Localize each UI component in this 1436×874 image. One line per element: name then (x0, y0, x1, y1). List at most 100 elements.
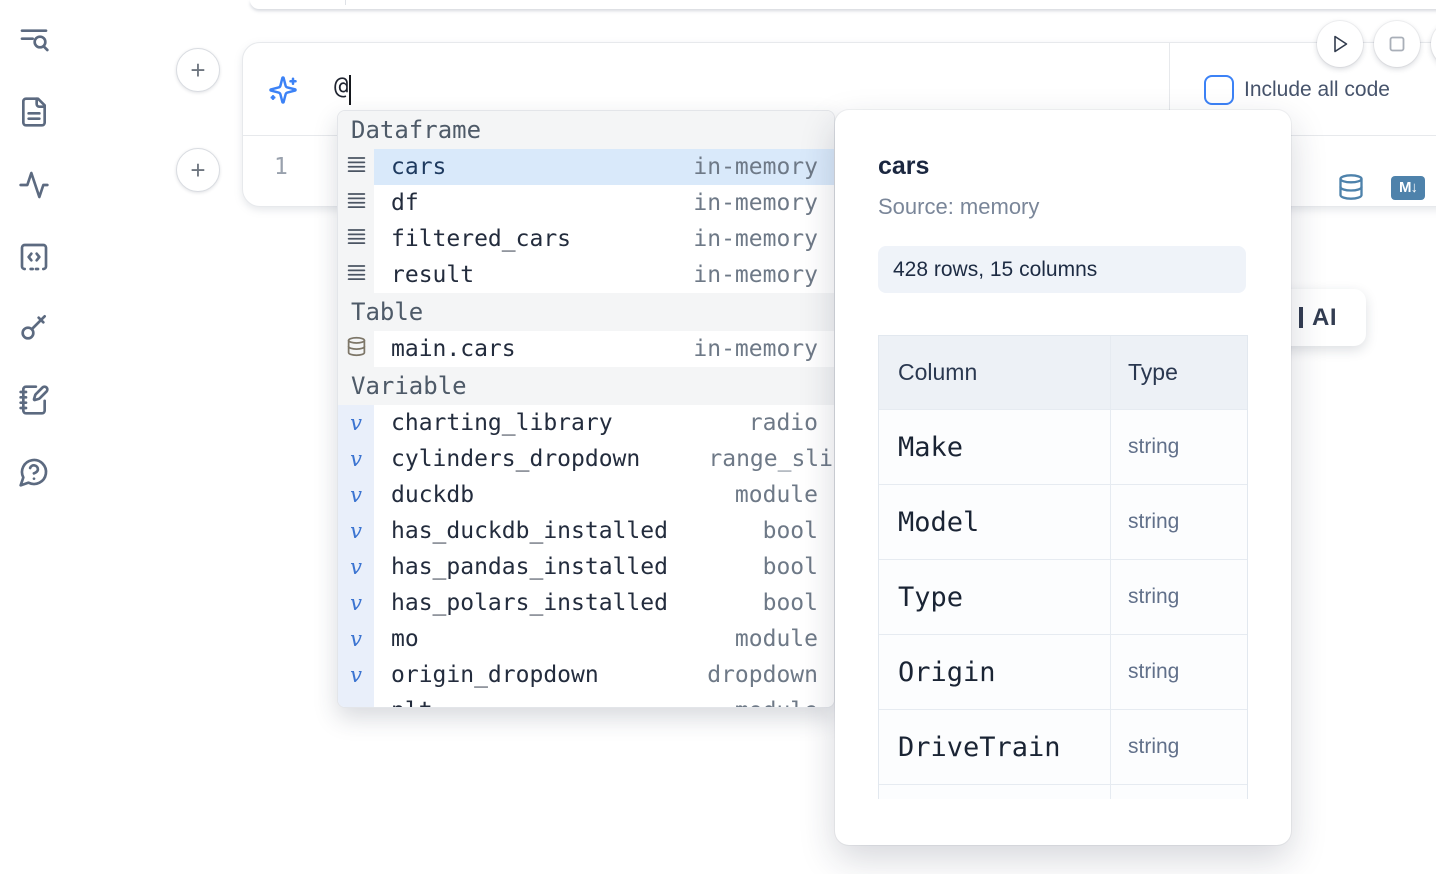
sidebar-item-snippets[interactable] (18, 239, 54, 275)
item-name: main.cars (391, 336, 516, 362)
add-cell-below-button[interactable]: + (176, 148, 220, 192)
schema-row-DriveTrain: DriveTrain string (879, 709, 1247, 784)
variable-icon: v (350, 627, 362, 651)
autocomplete-item-filtered_cars[interactable]: filtered_cars in-memory (338, 221, 834, 257)
activity-icon (18, 169, 54, 201)
table-icon (346, 336, 367, 362)
item-name: duckdb (391, 482, 475, 508)
item-name: charting_library (391, 410, 613, 436)
stop-cell-button[interactable] (1374, 21, 1420, 67)
notebook-pen-icon (18, 384, 54, 416)
schema-column-name: Make (898, 431, 964, 463)
item-icon-gutter: v (338, 621, 374, 657)
include-all-code-label: Include all code (1244, 78, 1390, 101)
popup-source: Source: memory (878, 194, 1040, 219)
item-name: filtered_cars (391, 226, 572, 252)
schema-column-type: string (1128, 660, 1180, 683)
autocomplete-item-plt[interactable]: vpltmodule (338, 693, 834, 707)
shape-badge: 428 rows, 15 columns (878, 246, 1246, 293)
item-name: df (391, 190, 419, 216)
item-name: plt (391, 698, 433, 707)
sidebar-item-search[interactable] (18, 22, 54, 58)
item-icon-gutter: v (338, 477, 374, 513)
item-icon-gutter: v (338, 585, 374, 621)
schema-column-type: string (1128, 735, 1180, 758)
autocomplete-item-has_pandas_installed[interactable]: v has_pandas_installed bool (338, 549, 834, 585)
dataframe-preview-popup: cars Source: memory 428 rows, 15 columns… (835, 110, 1291, 845)
variable-icon: v (350, 555, 362, 579)
autocomplete-section-header: Dataframe (338, 111, 834, 149)
item-icon-gutter (338, 221, 374, 257)
popup-title: cars (878, 152, 930, 180)
clipped-letter-fragment (1299, 307, 1303, 328)
schema-header-column: Column (879, 336, 1111, 409)
run-cell-button[interactable] (1317, 21, 1363, 67)
schema-header-row: Column Type (879, 336, 1247, 409)
sidebar-item-scratchpad[interactable] (18, 382, 54, 418)
sidebar-item-secrets[interactable] (18, 309, 54, 345)
markdown-icon[interactable]: M↓ (1391, 176, 1425, 200)
file-text-icon (18, 96, 54, 128)
variable-icon: v (350, 483, 362, 507)
stop-icon (1389, 36, 1405, 52)
variable-icon: v (350, 591, 362, 615)
schema-column-name: Type (898, 581, 964, 613)
item-name: has_pandas_installed (391, 554, 668, 580)
autocomplete-item-cylinders_dropdown[interactable]: v cylinders_dropdown range_sli (338, 441, 834, 477)
item-type: range_sli (708, 446, 833, 472)
autocomplete-section-header: Variable (338, 367, 834, 405)
item-type: bool (762, 554, 818, 580)
schema-column-name: DriveTrain (898, 731, 1061, 763)
sidebar-item-help[interactable] (18, 454, 54, 490)
database-icon[interactable] (1337, 173, 1365, 201)
include-all-code-checkbox[interactable] (1204, 75, 1234, 105)
item-icon-gutter: v (338, 657, 374, 693)
sidebar-item-tracing[interactable] (18, 167, 54, 203)
item-icon-gutter: v (338, 441, 374, 477)
item-icon-gutter: v (338, 405, 374, 441)
item-content: cylinders_dropdown range_sli (374, 441, 834, 477)
text-search-icon (18, 24, 54, 56)
variable-icon: v (350, 519, 362, 543)
item-icon-gutter: v (338, 693, 374, 707)
item-name: cylinders_dropdown (391, 446, 641, 472)
item-type: in-memory (693, 154, 818, 180)
autocomplete-item-result[interactable]: result in-memory (338, 257, 834, 293)
dataframe-icon (346, 226, 367, 252)
item-icon-gutter: v (338, 513, 374, 549)
item-content: pltmodule (374, 693, 834, 707)
more-cell-button[interactable] (1431, 21, 1436, 67)
item-icon-gutter (338, 257, 374, 293)
sidebar-item-files[interactable] (18, 94, 54, 130)
dataframe-icon (346, 154, 367, 180)
item-name: result (391, 262, 475, 288)
sparkles-icon (268, 75, 298, 105)
schema-header-type: Type (1128, 359, 1178, 385)
ai-prompt-input[interactable]: @ (334, 72, 349, 100)
item-content: filtered_cars in-memory (374, 221, 834, 257)
add-cell-above-button[interactable]: + (176, 48, 220, 92)
item-type: in-memory (693, 262, 818, 288)
ai-button-label: AI (1312, 303, 1337, 331)
item-name: mo (391, 626, 419, 652)
item-type: in-memory (693, 226, 818, 252)
dataframe-icon (346, 262, 367, 288)
